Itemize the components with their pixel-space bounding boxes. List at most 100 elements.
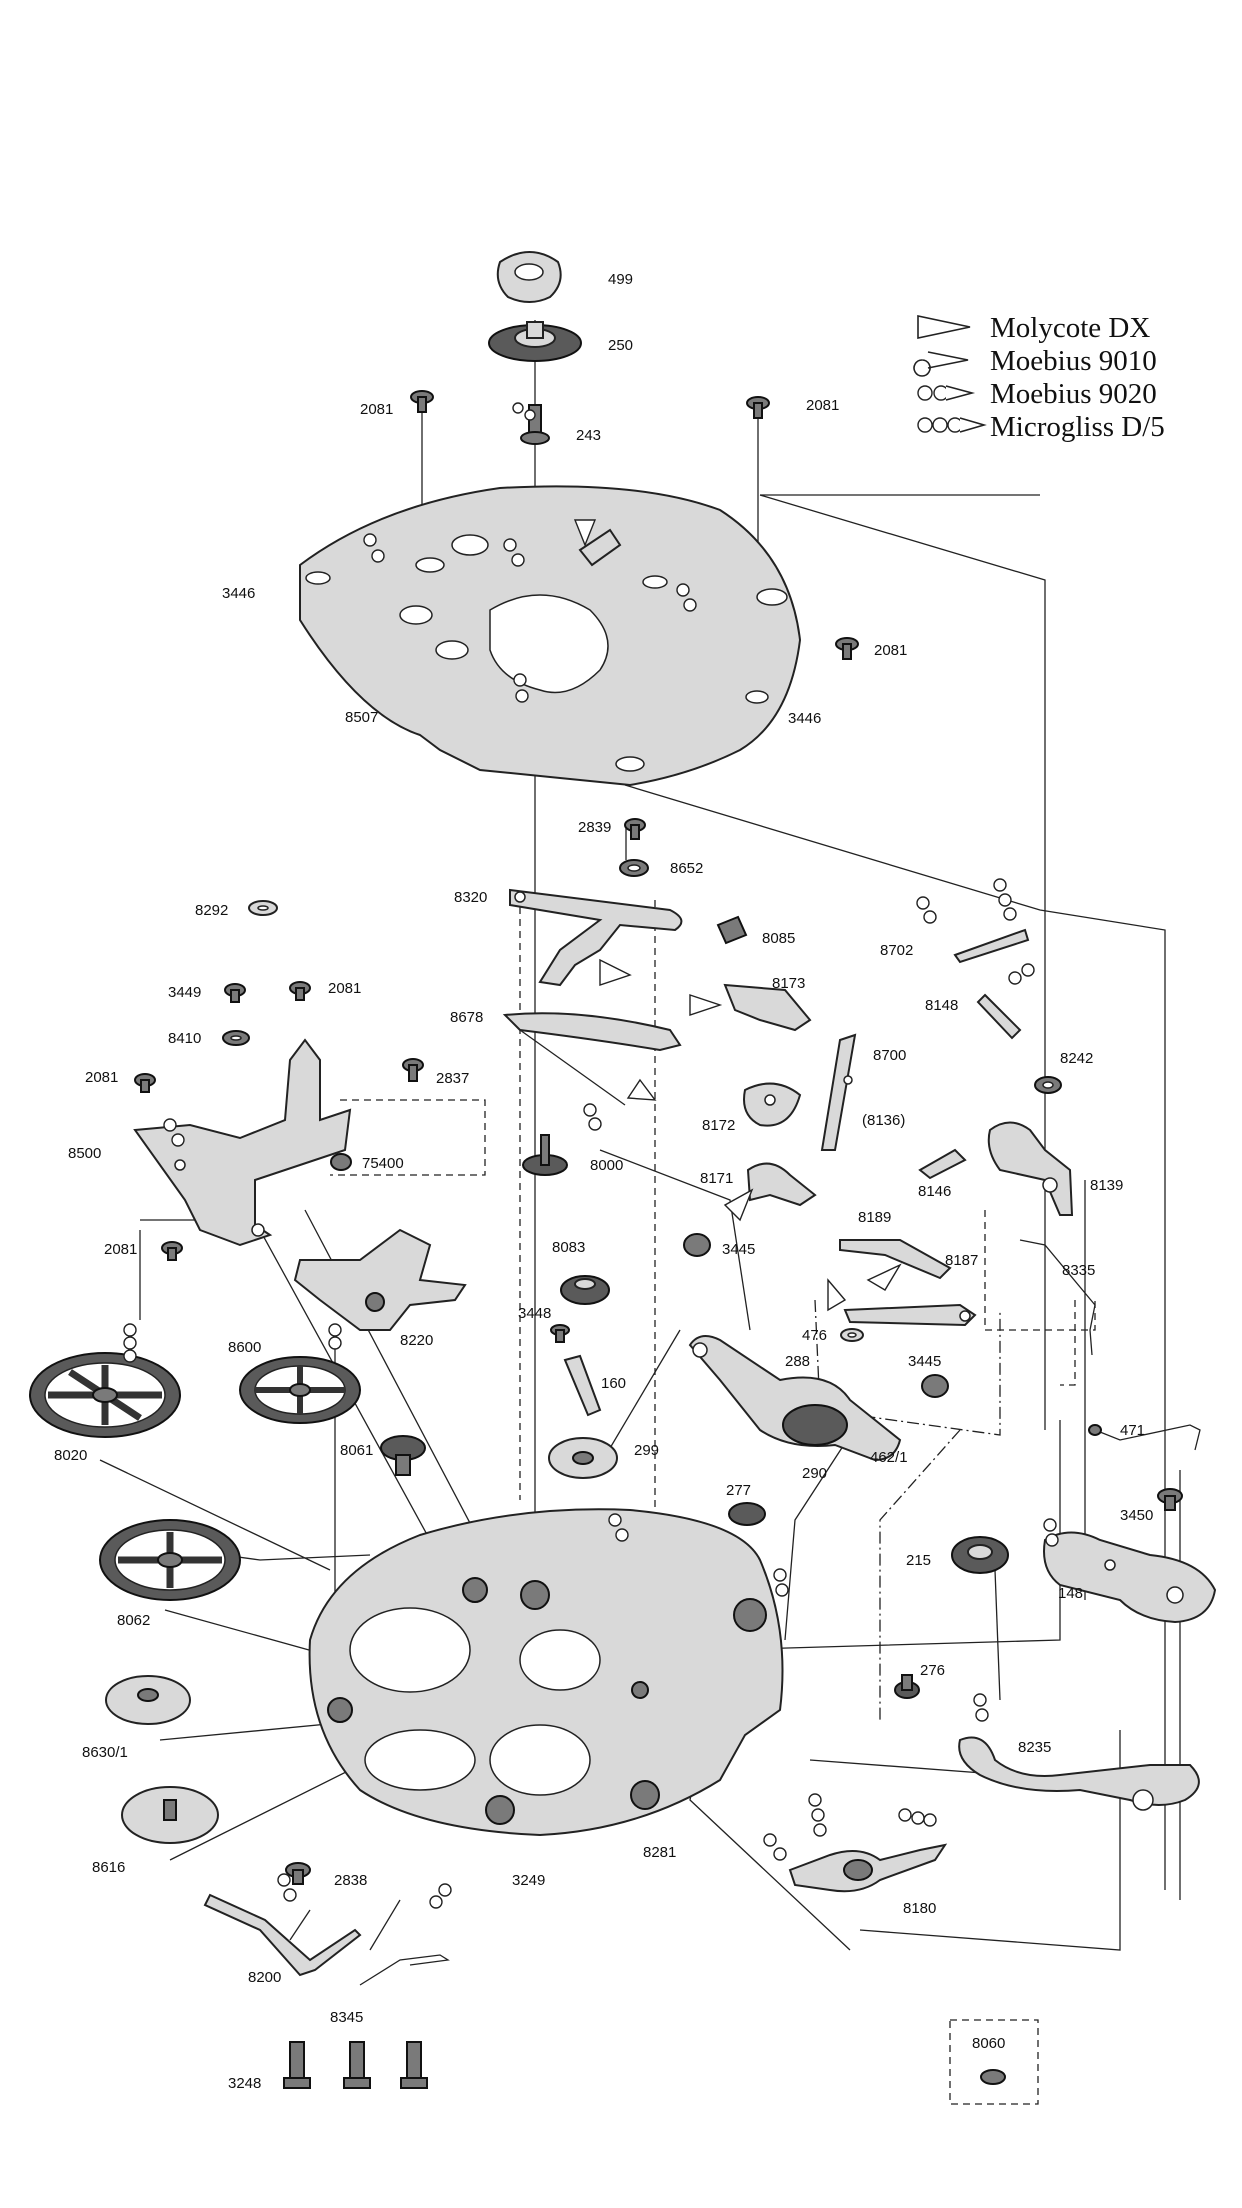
part-8000-wheel [522,1134,568,1176]
part-8616-wheel [121,1786,219,1844]
part-3248-screws [283,2041,428,2089]
legend-label-moebius-9020: Moebius 9020 [990,378,1157,410]
label-8700: 8700 [873,1047,906,1064]
label-148: 148 [1058,1585,1083,1602]
label-2081-e: 2081 [85,1069,118,1086]
label-3448: 3448 [518,1305,551,1322]
part-215-wheel [951,1536,1009,1574]
label-3248: 3248 [228,2075,261,2092]
part-8600-wheel [239,1356,361,1424]
part-8146-lever [918,1148,967,1180]
label-8292: 8292 [195,902,228,919]
part-8678-lever [502,1012,682,1106]
label-3446-b: 3446 [788,710,821,727]
label-8172: 8172 [702,1117,735,1134]
label-8062: 8062 [117,1612,150,1629]
label-250: 250 [608,337,633,354]
part-8062-wheel [99,1519,241,1601]
screw-2081-top-left [410,390,434,413]
part-499-cap [496,251,562,303]
oil-markers [123,519,1059,1909]
part-8061-pinion [380,1435,426,1476]
label-290: 290 [802,1465,827,1482]
part-8410-washer [222,1030,250,1046]
label-2838: 2838 [334,1872,367,1889]
label-3446-a: 3446 [222,585,255,602]
part-8507-bridge [299,485,802,787]
part-8139-cam [987,1121,1074,1216]
part-8292-washer [248,900,278,916]
label-8678: 8678 [450,1009,483,1026]
label-2081-d: 2081 [328,980,361,997]
part-8172-cam [743,1082,802,1127]
part-8200-spring [203,1893,362,1977]
label-8500: 8500 [68,1145,101,1162]
part-8171-lever [746,1162,817,1207]
label-75400: 75400 [362,1155,404,1172]
part-8173-lever [723,983,812,1032]
screw-2081-top-right [746,396,770,419]
label-8020: 8020 [54,1447,87,1464]
part-8345-spring [359,1954,450,1986]
screw-2837 [402,1058,424,1082]
label-8171: 8171 [700,1170,733,1187]
legend-label-microgliss: Microgliss D/5 [990,411,1165,443]
screw-2081-lower-left [161,1241,183,1261]
label-299: 299 [634,1442,659,1459]
screw-2081-mid-right [835,637,859,660]
part-8083-wheel [560,1275,610,1305]
label-215: 215 [906,1552,931,1569]
label-8180: 8180 [903,1900,936,1917]
label-160: 160 [601,1375,626,1392]
label-8173: 8173 [772,975,805,992]
triangle-icon [917,315,971,339]
part-8630-1-wheel [105,1675,191,1725]
label-8242: 8242 [1060,1050,1093,1067]
label-471: 471 [1120,1422,1145,1439]
part-8148-lever [976,963,1035,1040]
label-2081-f: 2081 [104,1241,137,1258]
part-8335-spring [1019,1239,1096,1356]
part-8700-lever [820,1033,857,1151]
part-75400-jewel [330,1153,352,1171]
part-160-spring [563,1354,602,1417]
label-8410: 8410 [168,1030,201,1047]
double-drop-icon [917,385,976,401]
label-8220: 8220 [400,1332,433,1349]
label-8187: 8187 [945,1252,978,1269]
single-drop-icon [913,351,969,377]
part-8180-lever [788,1843,948,1893]
label-8083: 8083 [552,1239,585,1256]
label-8060: 8060 [972,2035,1005,2052]
label-276: 276 [920,1662,945,1679]
main-plate [308,1508,784,1837]
legend-label-moebius-9010: Moebius 9010 [990,345,1157,377]
label-3445-b: 3445 [908,1353,941,1370]
label-3445-a: 3445 [722,1241,755,1258]
label-243: 243 [576,427,601,444]
part-8060-box [949,2019,1039,2105]
part-277-wheel [728,1502,766,1526]
label-8000: 8000 [590,1157,623,1174]
part-8702-lever [916,878,1030,964]
part-3445-a-jewel [683,1233,711,1257]
label-8652: 8652 [670,860,703,877]
screw-2081-small [289,981,311,1001]
label-499: 499 [608,271,633,288]
part-476-ring [840,1328,864,1342]
part-8020-wheel [29,1352,181,1438]
label-8616: 8616 [92,1859,125,1876]
part-471-spring [1088,1424,1201,1451]
legend-label-molycote: Molycote DX [990,312,1150,344]
label-2081-c: 2081 [874,642,907,659]
label-8507: 8507 [345,709,378,726]
part-276-pinion [894,1674,920,1699]
screw-2081-left [134,1073,156,1093]
label-3449: 3449 [168,984,201,1001]
label-8146: 8146 [918,1183,951,1200]
label-8061: 8061 [340,1442,373,1459]
label-2839: 2839 [578,819,611,836]
label-476: 476 [802,1327,827,1344]
